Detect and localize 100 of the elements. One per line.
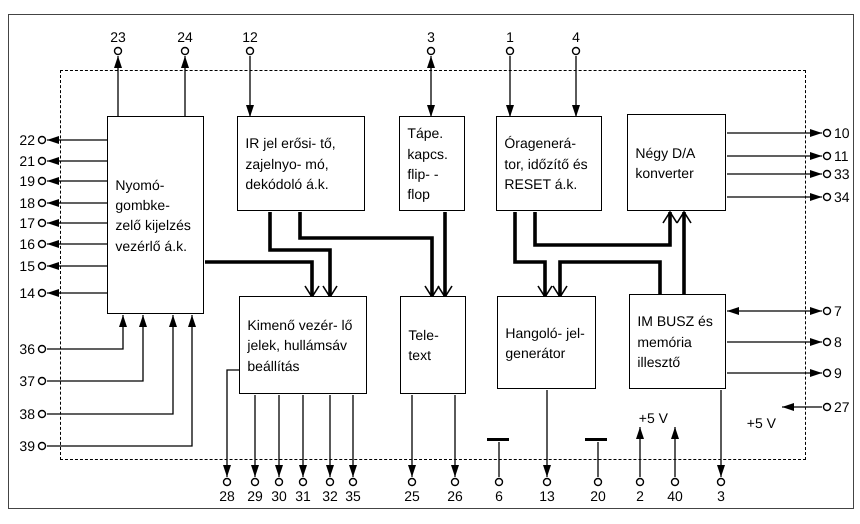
pin-number: 4 [572,30,580,44]
signal-arrow [47,262,108,270]
signal-arrow [47,315,177,415]
pin-number: 31 [295,489,311,503]
signal-arrow [408,395,416,477]
pin-number: 13 [539,489,555,503]
chip-outline [60,70,806,460]
pin-terminal [17,373,47,389]
pin-number: 14 [19,286,35,300]
pin-terminal [17,406,47,422]
pin-number: 30 [271,489,287,503]
function-block [400,296,466,394]
voltage-label: +5 V [625,409,682,426]
signal-arrow [349,395,357,477]
function-block [107,116,204,314]
pin-number: 6 [495,489,503,503]
signal-arrow [47,136,108,144]
pin-terminal [17,438,47,454]
signal-arrow [275,395,283,477]
pin-terminal [822,399,852,415]
pin-number: 16 [19,237,35,251]
signal-arrow [47,315,127,350]
pin-terminal [17,341,47,357]
bus-arrow [437,212,453,298]
signal-arrow [727,193,822,201]
pin-number: 17 [19,216,35,230]
function-block [237,116,366,212]
signal-arrow [326,395,334,477]
signal-arrow [636,427,644,477]
pin-number: 36 [19,342,35,356]
connection-line [498,442,500,477]
pin-number: 12 [242,30,258,44]
pin-number: 3 [717,489,725,503]
signal-arrow [717,390,725,477]
function-block [239,296,368,394]
bus-arrow [268,212,338,298]
pin-number: 23 [110,30,126,44]
pin-terminal [17,153,47,169]
pin-number: 33 [834,167,850,181]
pin-number: 39 [19,439,35,453]
connection-line [597,442,599,477]
pin-number: 38 [19,407,35,421]
signal-arrow [427,56,435,117]
pin-number: 15 [19,259,35,273]
signal-arrow [506,56,514,117]
pin-number: 8 [834,335,842,349]
signal-arrow [727,170,822,178]
function-block [627,114,726,212]
pin-terminal [822,189,852,205]
signal-arrow [223,369,240,477]
pin-number: 28 [219,489,235,503]
signal-arrow [572,56,580,117]
signal-arrow [727,129,822,137]
signal-arrow [181,56,189,117]
block-label: Tele- text [408,326,440,366]
signal-arrow [251,395,259,477]
pin-number: 27 [834,400,850,414]
signal-arrow [47,199,108,207]
signal-arrow [727,338,822,346]
pin-terminal [822,166,852,182]
pin-number: 40 [667,489,683,503]
pin-number: 34 [834,190,850,204]
pin-number: 35 [345,489,361,503]
pin-number: 29 [247,489,263,503]
signal-arrow [47,240,108,248]
block-label: IR jel erősi- tő, zajelnyo- mó, dekódoló á.k. [245,134,337,194]
pin-number: 32 [322,489,338,503]
signal-arrow [47,315,196,447]
pin-number: 22 [19,133,35,147]
signal-arrow [47,219,108,227]
signal-arrow [727,369,822,377]
signal-arrow [727,152,822,160]
block-label: Négy D/A konverter [635,144,696,183]
signal-arrow [47,315,147,382]
voltage-label: +5 V [741,399,782,432]
pin-number: 10 [834,126,850,140]
signal-arrow [451,395,459,477]
pin-terminal [17,132,47,148]
block-label: Óragenerá- tor, időzítő és RESET á.k. [504,134,589,194]
bus-arrow [552,260,662,298]
block-label: Nyomó- gombke- zelő kijelzés vezérlő á.k. [115,176,192,256]
pin-number: 37 [19,374,35,388]
signal-arrow [727,307,822,315]
bus-arrow [533,211,678,247]
block-label: Kimenő vezér- lő jelek, hullámsáv beállítás [247,316,354,376]
signal-arrow [47,289,108,297]
function-block [399,116,466,212]
function-block [629,294,726,390]
bus-arrow [298,212,440,298]
pin-number: 9 [834,366,842,380]
pin-number: 18 [19,196,35,210]
pin-number: 7 [834,304,842,318]
block-label: IM BUSZ és memória illesztő [637,312,714,372]
signal-arrow [246,56,254,117]
pin-number: 11 [834,149,849,163]
bus-arrow [513,212,553,298]
signal-arrow [47,177,108,185]
signal-arrow [671,427,679,477]
pin-number: 20 [590,489,606,503]
pin-number: 2 [636,489,644,503]
